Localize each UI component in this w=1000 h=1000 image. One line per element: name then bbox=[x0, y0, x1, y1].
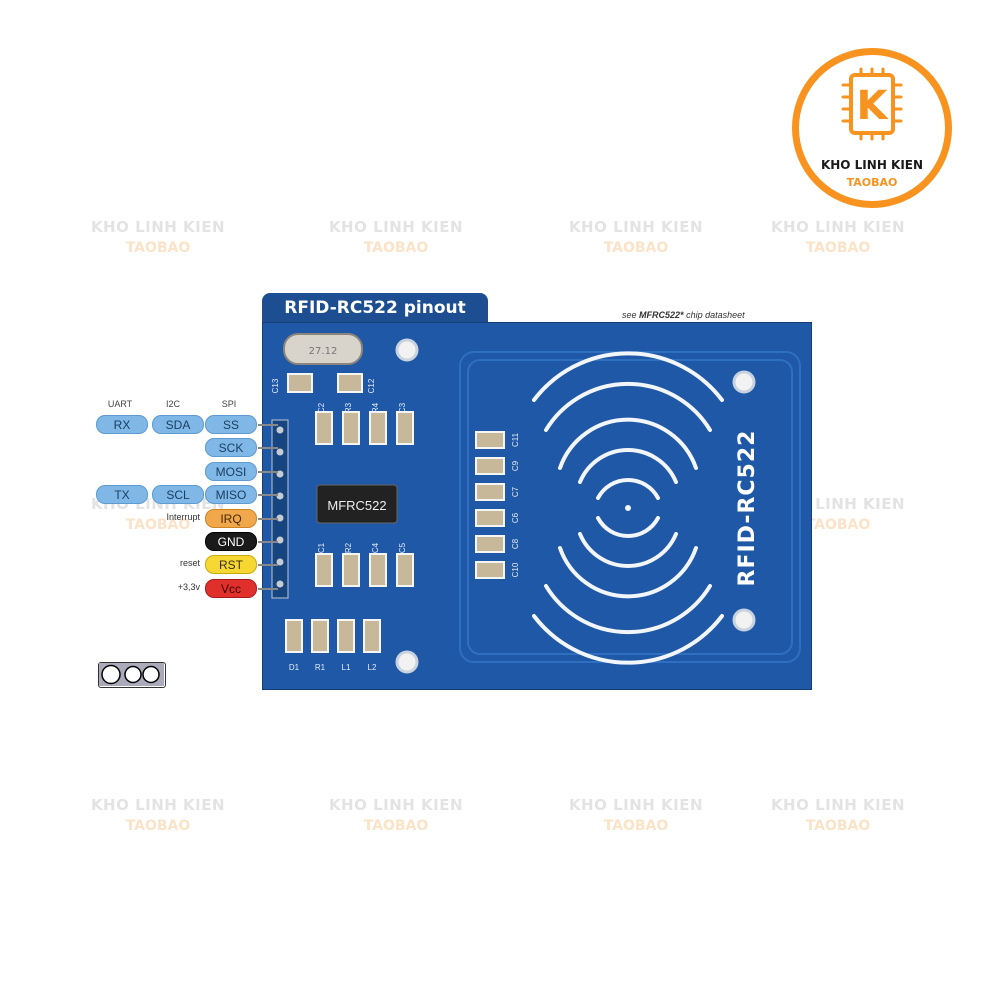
smd-part-c11 bbox=[475, 431, 505, 449]
i2c-pin-scl: SCL bbox=[152, 485, 204, 504]
column-header: SPI bbox=[221, 399, 237, 409]
pin-sck: SCK bbox=[205, 438, 257, 457]
silkscreen-label: R2 bbox=[344, 542, 353, 553]
pin-leader-line bbox=[258, 588, 278, 590]
column-header: UART bbox=[107, 399, 133, 409]
smd-part-c4 bbox=[369, 553, 387, 587]
smd-part-c8 bbox=[475, 535, 505, 553]
title-tab bbox=[262, 293, 488, 323]
silkscreen-label: C10 bbox=[511, 562, 520, 577]
smd-part-d1 bbox=[285, 619, 303, 653]
smd-part-c2 bbox=[315, 411, 333, 445]
rf-waves bbox=[532, 351, 724, 665]
pin-miso: MISO bbox=[205, 485, 257, 504]
pin-ss: SS bbox=[205, 415, 257, 434]
mfrc522-chip bbox=[316, 484, 398, 524]
silkscreen-label: R4 bbox=[371, 402, 380, 413]
board-label: RFID-RC522 bbox=[735, 430, 760, 587]
pin-irq: IRQ bbox=[205, 509, 257, 528]
silkscreen-label: L1 bbox=[342, 663, 351, 672]
pin-gnd: GND bbox=[205, 532, 257, 551]
diagram-title: RFID-RC522 pinout bbox=[284, 298, 466, 318]
logo-name: KHO LINH KIEN bbox=[820, 158, 924, 172]
svg-text:K: K bbox=[857, 83, 890, 129]
silkscreen-label: C12 bbox=[367, 378, 376, 393]
silkscreen-label: C8 bbox=[511, 538, 520, 549]
pin-leader-line bbox=[258, 447, 278, 449]
header-pins bbox=[276, 426, 284, 588]
pin-leader-line bbox=[258, 494, 278, 496]
smd-part-r1 bbox=[311, 619, 329, 653]
silkscreen-label: C13 bbox=[271, 378, 280, 393]
pin-leader-line bbox=[258, 541, 278, 543]
smd-part-c1 bbox=[315, 553, 333, 587]
pin-function-label: Interrupt bbox=[166, 512, 200, 522]
pin-leader-line bbox=[258, 518, 278, 520]
smd-part-c5 bbox=[396, 553, 414, 587]
pin-rst: RST bbox=[205, 555, 257, 574]
crystal bbox=[283, 333, 363, 365]
smd-part-c3 bbox=[396, 411, 414, 445]
logo-sub: TAOBAO bbox=[846, 176, 898, 189]
silkscreen-label: C1 bbox=[317, 542, 326, 553]
silkscreen-label: C9 bbox=[511, 460, 520, 471]
brand-logo: K KHO LINH KIEN TAOBAO bbox=[792, 48, 952, 208]
smd-part-l2 bbox=[363, 619, 381, 653]
smd-part-r2 bbox=[342, 553, 360, 587]
smd-part-r3 bbox=[342, 411, 360, 445]
license-badge bbox=[98, 662, 166, 688]
uart-pin-tx: TX bbox=[96, 485, 148, 504]
silkscreen-label: L2 bbox=[368, 663, 377, 672]
smd-part-r4 bbox=[369, 411, 387, 445]
silkscreen-label: C7 bbox=[511, 486, 520, 497]
svg-text:27.12: 27.12 bbox=[309, 346, 338, 357]
smd-part-c7 bbox=[475, 483, 505, 501]
smd-part-l1 bbox=[337, 619, 355, 653]
silkscreen-label: C5 bbox=[398, 542, 407, 553]
datasheet-note: see MFRC522* chip datasheet bbox=[622, 310, 745, 320]
column-header: I2C bbox=[165, 399, 180, 409]
smd-part-c13 bbox=[287, 373, 313, 393]
pin-leader-line bbox=[258, 424, 278, 426]
silkscreen-label: R1 bbox=[315, 663, 326, 672]
smd-part-c9 bbox=[475, 457, 505, 475]
smd-part-c10 bbox=[475, 561, 505, 579]
smd-part-c12 bbox=[337, 373, 363, 393]
uart-pin-rx: RX bbox=[96, 415, 148, 434]
pin-function-label: +3,3v bbox=[177, 582, 200, 592]
chip-k-icon: K bbox=[841, 67, 903, 141]
pin-function-label: reset bbox=[179, 558, 200, 568]
pin-leader-line bbox=[258, 564, 278, 566]
smd-part-c6 bbox=[475, 509, 505, 527]
mounting-holes bbox=[395, 338, 756, 674]
silkscreen-label: C4 bbox=[371, 542, 380, 553]
svg-text:MFRC522: MFRC522 bbox=[327, 498, 386, 513]
silkscreen-label: C11 bbox=[511, 432, 520, 447]
silkscreen-label: C6 bbox=[511, 512, 520, 523]
silkscreen-label: R3 bbox=[344, 402, 353, 413]
silkscreen-label: D1 bbox=[289, 663, 300, 672]
pin-leader-line bbox=[258, 471, 278, 473]
pin-vcc: Vcc bbox=[205, 579, 257, 598]
silkscreen-label: C3 bbox=[398, 402, 407, 413]
cc-icon bbox=[99, 663, 164, 686]
i2c-pin-sda: SDA bbox=[152, 415, 204, 434]
silkscreen-label: C2 bbox=[317, 402, 326, 413]
pin-mosi: MOSI bbox=[205, 462, 257, 481]
